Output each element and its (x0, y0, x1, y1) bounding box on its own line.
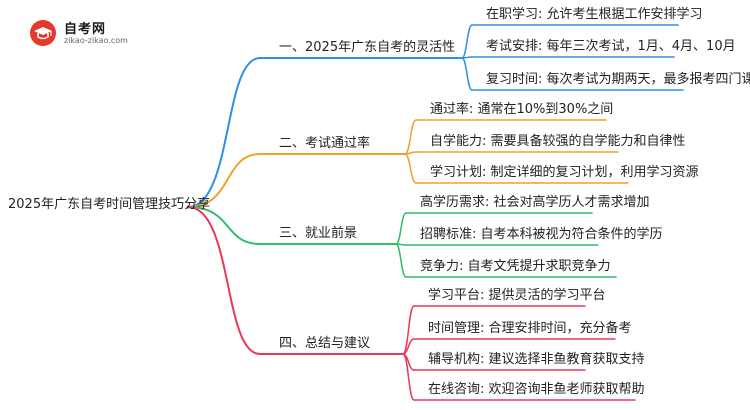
branch-connector (187, 206, 261, 355)
branch-label: 三、就业前景 (279, 226, 358, 241)
leaf-label: 竞争力: 自考文凭提升求职竞争力 (420, 259, 611, 274)
leaf-connector (402, 353, 415, 401)
leaf-connector (404, 153, 417, 184)
leaf-connector (461, 24, 473, 59)
branch-label: 一、2025年广东自考的灵活性 (279, 40, 456, 55)
leaf-label: 通过率: 通常在10%到30%之间 (430, 102, 614, 117)
leaf-label: 学习平台: 提供灵活的学习平台 (428, 288, 606, 303)
branch-label: 二、考试通过率 (279, 136, 371, 151)
graduation-cap-icon (30, 20, 56, 46)
leaf-label: 学习计划: 制定详细的复习计划，利用学习资源 (430, 165, 699, 180)
leaf-label: 复习时间: 每次考试为期两天，最多报考四门课程 (486, 72, 750, 87)
branch-label: 四、总结与建议 (279, 336, 371, 351)
branch-connector (187, 57, 261, 208)
leaf-connector (395, 243, 407, 278)
logo-domain: zikao-zikao.com (64, 36, 128, 45)
logo: 自考网 zikao-zikao.com (30, 18, 140, 48)
leaf-connector (461, 57, 473, 91)
leaf-connector (402, 305, 415, 355)
leaf-label: 自学能力: 需要具备较强的自学能力和自律性 (430, 134, 686, 149)
root-connector-dot (186, 205, 190, 209)
leaf-label: 考试安排: 每年三次考试，1月、4月、10月 (486, 39, 736, 54)
leaf-label: 高学历需求: 社会对高学历人才需求增加 (420, 195, 650, 210)
branch-connector (187, 206, 261, 245)
branch-connector (187, 153, 261, 208)
leaf-label: 在线咨询: 欢迎咨询非鱼老师获取帮助 (428, 382, 645, 397)
leaf-connector (395, 212, 407, 245)
leaf-connector (404, 119, 417, 155)
root-node: 2025年广东自考时间管理技巧分享 (8, 197, 211, 212)
leaf-label: 时间管理: 合理安排时间，充分备考 (428, 321, 632, 336)
logo-name: 自考网 (64, 22, 107, 37)
leaf-label: 招聘标准: 自考本科被视为符合条件的学历 (420, 227, 663, 242)
leaf-label: 在职学习: 允许考生根据工作安排学习 (486, 7, 703, 22)
leaf-label: 辅导机构: 建议选择非鱼教育获取支持 (428, 352, 645, 367)
